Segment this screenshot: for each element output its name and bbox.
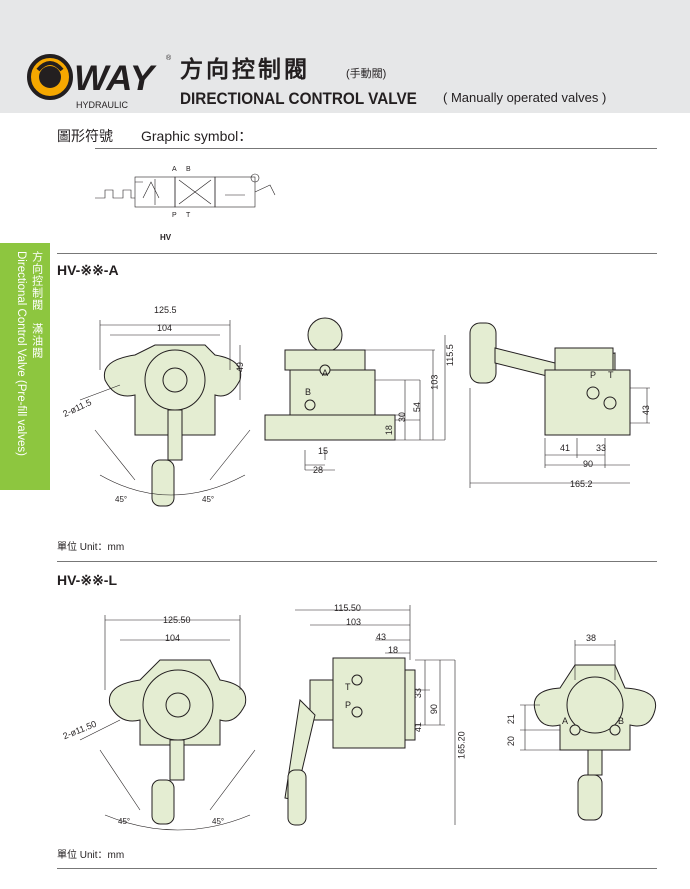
dim-label: 41 — [412, 722, 423, 733]
section-l-title: HV-※※-L — [57, 572, 118, 588]
port-label: A — [562, 716, 569, 726]
port-label: B — [618, 716, 625, 726]
dim-label: 45° — [115, 495, 128, 504]
drawing-a-front — [79, 320, 251, 507]
dim-label: 20 — [505, 736, 516, 747]
divider — [57, 868, 657, 869]
drawing-a-top — [469, 322, 650, 488]
dim-label: 165.2 — [570, 479, 593, 489]
drawing-l-front — [79, 615, 256, 831]
header-band — [0, 0, 690, 113]
port-b: B — [186, 166, 191, 173]
port-t: T — [186, 212, 191, 219]
side-tab-en: Directional Control Valve (Pre-fill valv… — [15, 251, 28, 456]
dim-label: 18 — [388, 645, 399, 655]
side-tab-zh: 方向控制閥 滿油閥 — [30, 251, 43, 359]
dim-label: 43 — [640, 405, 651, 416]
title-en: DIRECTIONAL CONTROL VALVE — [180, 89, 417, 108]
port-label: P — [345, 700, 352, 710]
port-label: B — [305, 387, 312, 397]
port-a: A — [172, 166, 177, 173]
port-label: P — [590, 370, 597, 380]
dim-label: 90 — [428, 704, 439, 715]
dim-label: 125.5 — [154, 305, 177, 315]
drawing-a-side — [264, 317, 446, 471]
unit-note-a: 單位 Unit：mm — [57, 542, 125, 553]
dim-label: 49 — [234, 362, 245, 373]
port-label: T — [608, 370, 614, 380]
divider — [95, 148, 657, 149]
dim-label: 104 — [157, 323, 173, 333]
dim-label: 41 — [560, 443, 571, 453]
dim-label: 90 — [583, 459, 594, 469]
dim-label: 15 — [318, 446, 329, 456]
dim-label: 30 — [396, 412, 407, 423]
port-label: A — [322, 368, 329, 378]
dim-label: 45° — [118, 817, 131, 826]
section-a-title: HV-※※-A — [57, 262, 119, 278]
symbol-label: HV — [160, 233, 172, 242]
graphic-heading-en: Graphic symbol： — [141, 128, 253, 144]
dim-label: 115.50 — [334, 603, 361, 613]
dim-label: 38 — [586, 633, 597, 643]
dim-label: 45° — [202, 495, 215, 504]
dim-label: 18 — [383, 425, 394, 436]
port-label: T — [345, 682, 351, 692]
dim-label: 54 — [411, 402, 422, 413]
dim-label: 165.20 — [456, 731, 467, 759]
drawing-l-side — [284, 605, 456, 826]
dim-label: 43 — [376, 632, 387, 642]
dim-label: 28 — [313, 465, 324, 475]
dim-label: 33 — [596, 443, 607, 453]
divider — [57, 253, 657, 254]
title-zh: 方向控制閥 — [180, 56, 310, 82]
svg-text:WAY: WAY — [74, 59, 157, 98]
graphic-symbol — [95, 173, 276, 208]
logo-subtitle: HYDRAULIC — [76, 100, 129, 110]
port-p: P — [172, 212, 177, 219]
unit-note-l: 單位 Unit：mm — [57, 850, 125, 861]
divider — [57, 561, 657, 562]
title-zh-sub: (手動閥) — [346, 68, 387, 80]
dim-label: 33 — [412, 688, 423, 699]
dim-label: 115.5 — [444, 344, 455, 367]
dim-label: 21 — [505, 714, 516, 725]
way-logo: WAY — [27, 54, 157, 100]
dim-label: 104 — [165, 633, 181, 643]
dim-label: 125.50 — [163, 615, 191, 625]
side-tab: 方向控制閥 滿油閥 Directional Control Valve (Pre… — [0, 243, 50, 490]
drawing-l-bottom — [520, 640, 657, 821]
graphic-heading-zh: 圖形符號 — [57, 128, 113, 144]
title-en-sub: ( Manually operated valves ) — [443, 90, 607, 105]
dim-label: 103 — [346, 617, 362, 627]
dim-label: 45° — [212, 817, 225, 826]
dim-label: 103 — [429, 374, 440, 390]
registered-mark: ® — [166, 55, 172, 62]
